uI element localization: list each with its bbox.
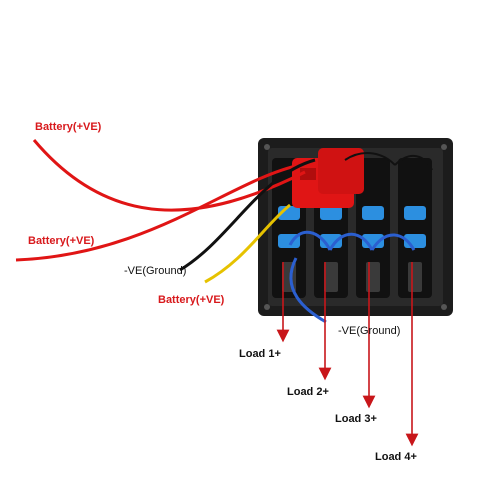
rocker-switch-4 bbox=[398, 158, 432, 298]
load-label-2: Load 2+ bbox=[287, 386, 329, 398]
wire-battery-3 bbox=[204, 203, 291, 284]
battery-label-3: Battery(+VE) bbox=[158, 294, 225, 306]
ground-label-1: -VE(Ground) bbox=[124, 265, 187, 277]
load-label-1: Load 1+ bbox=[239, 348, 281, 360]
battery-label-1: Battery(+VE) bbox=[35, 121, 102, 133]
wire-ground-1 bbox=[179, 158, 316, 272]
ground-label-2: -VE(Ground) bbox=[338, 325, 401, 337]
red-connector-block bbox=[292, 148, 364, 208]
wire-tops bbox=[344, 152, 433, 171]
battery-label-2: Battery(+VE) bbox=[28, 235, 95, 247]
load-label-3: Load 3+ bbox=[335, 413, 377, 425]
blue-jumper-wires bbox=[288, 230, 416, 324]
load-label-4: Load 4+ bbox=[375, 451, 417, 463]
load-pointers bbox=[276, 262, 419, 447]
wire-battery-2 bbox=[15, 163, 301, 262]
